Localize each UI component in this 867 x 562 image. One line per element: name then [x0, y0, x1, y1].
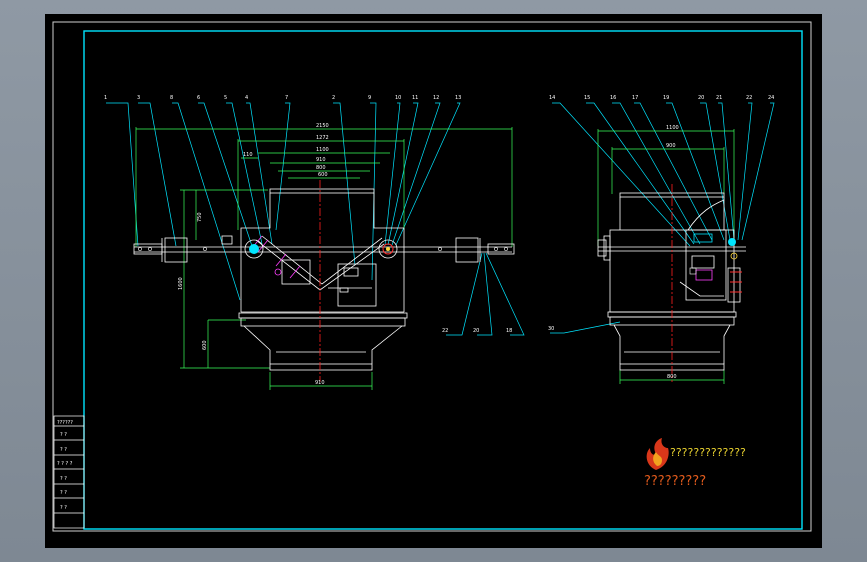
logo-line-2: ????????? [644, 474, 706, 489]
front-dim-1: 2150 [316, 123, 329, 129]
front-label-2: 3 [137, 95, 140, 101]
title-block-row-5: ? ? [60, 490, 67, 496]
side-dim-1: 1100 [666, 125, 679, 131]
side-label-4: 17 [632, 95, 638, 101]
title-block-row-6: ? ? [60, 505, 67, 511]
front-bearings [138, 239, 508, 259]
front-dimensions [135, 127, 513, 390]
logo-line-1: ????????????? [670, 446, 746, 459]
title-block-header: ?????? [57, 420, 73, 426]
front-dim-6: 600 [318, 172, 328, 178]
front-label-13: 13 [455, 95, 461, 101]
side-label-2: 15 [584, 95, 590, 101]
side-label-5: 19 [663, 95, 669, 101]
front-dim-left-upper: 750 [197, 212, 203, 222]
side-label-3: 16 [610, 95, 616, 101]
front-label-6: 4 [245, 95, 248, 101]
front-leaders [106, 102, 525, 336]
title-block-row-4: ? ? [60, 476, 67, 482]
title-block-row-2: ? ? [60, 447, 67, 453]
front-dim-5: 800 [316, 165, 326, 171]
front-label-7: 7 [285, 95, 288, 101]
side-dim-bottom: 800 [667, 374, 677, 380]
front-bottom-label-3: 18 [506, 328, 512, 334]
front-hatch [251, 235, 301, 279]
sheet-border [52, 21, 812, 532]
front-label-4: 6 [197, 95, 200, 101]
front-label-11: 11 [412, 95, 418, 101]
front-bottom-label-1: 22 [442, 328, 448, 334]
front-dim-4: 910 [316, 157, 326, 163]
side-label-8: 22 [746, 95, 752, 101]
side-label-9: 24 [768, 95, 774, 101]
front-label-9: 9 [368, 95, 371, 101]
side-accents [689, 233, 742, 293]
side-dim-2: 900 [666, 143, 676, 149]
front-label-3: 8 [170, 95, 173, 101]
front-dim-left-lower: 600 [202, 340, 208, 350]
front-bottom-label-2: 20 [473, 328, 479, 334]
front-part-labels: 1 3 8 6 5 4 7 2 9 10 11 12 13 22 20 18 [104, 95, 512, 334]
title-block-row-1: ? ? [60, 432, 67, 438]
front-label-10: 10 [395, 95, 401, 101]
front-body [133, 188, 515, 371]
side-view: 14 15 16 17 19 20 21 22 24 30 1100 900 8… [548, 95, 775, 384]
brand-logo: ????????????? ????????? [644, 438, 746, 489]
front-dim-2: 1272 [316, 135, 329, 141]
front-dim-left-mid: 1600 [178, 277, 184, 290]
front-dim-3: 1100 [316, 147, 329, 153]
title-block-row-3: ? ? ? ? [57, 461, 73, 467]
front-dim-bottom: 910 [315, 380, 325, 386]
front-label-1: 1 [104, 95, 107, 101]
front-label-8: 2 [332, 95, 335, 101]
side-label-6: 20 [698, 95, 704, 101]
side-dimension-texts: 1100 900 800 [666, 125, 679, 380]
front-dim-small: 110 [243, 152, 253, 158]
side-part-labels: 14 15 16 17 19 20 21 22 24 30 [548, 95, 774, 332]
front-dimension-texts: 2150 1272 1100 910 800 600 110 750 1600 … [178, 123, 329, 386]
flame-logo-icon [646, 438, 669, 470]
side-bottom-label: 30 [548, 326, 554, 332]
front-view: 1 3 8 6 5 4 7 2 9 10 11 12 13 22 20 18 2… [104, 95, 525, 390]
front-label-12: 12 [433, 95, 439, 101]
side-label-7: 21 [716, 95, 722, 101]
front-label-5: 5 [224, 95, 227, 101]
drawing-frame [83, 30, 803, 530]
side-leaders [550, 102, 775, 334]
side-label-1: 14 [549, 95, 555, 101]
title-block: ?????? ? ? ? ? ? ? ? ? ? ? ? ? ? ? [53, 415, 85, 529]
